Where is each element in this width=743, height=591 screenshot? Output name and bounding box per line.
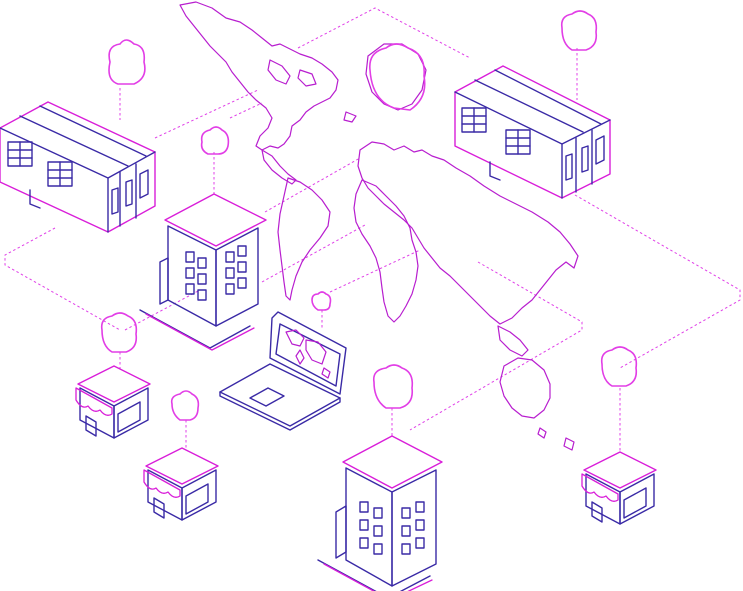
office-building-icon [139, 193, 267, 351]
cloud-icon [560, 10, 598, 51]
shop-icon [581, 451, 657, 525]
cloud-icon [200, 126, 230, 155]
cloud-icon [600, 346, 638, 387]
factory-icon [454, 65, 611, 199]
cloud-icon [311, 291, 332, 311]
world-map-icon [179, 1, 579, 451]
network-connections [4, 7, 741, 470]
shop-icon [75, 365, 151, 439]
factory-icon [0, 101, 156, 233]
cloud-icon [372, 364, 414, 409]
cloud-icon [108, 39, 146, 85]
cloud-icon [170, 390, 200, 421]
laptop-screen-map [285, 329, 331, 379]
cloud-icon [100, 312, 138, 353]
cloud-icon [369, 43, 426, 111]
laptop-icon [219, 311, 347, 431]
shop-icon [143, 447, 219, 521]
office-building-icon [317, 435, 443, 591]
